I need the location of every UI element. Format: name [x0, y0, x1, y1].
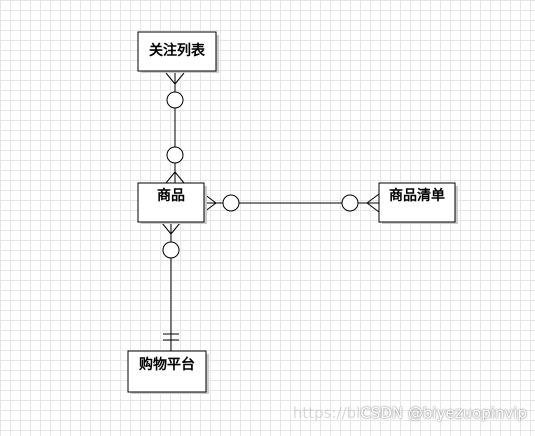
optional-circle-product-bottom: [162, 241, 180, 259]
crowfoot-follow-list: [165, 72, 185, 85]
entity-label-product-list: 商品清单: [389, 187, 445, 204]
entity-box: [137, 182, 205, 223]
watermark-url: https://bl: [292, 404, 361, 422]
entity-box: [127, 350, 207, 393]
entity-shopping-platform[interactable]: 购物平台: [127, 350, 209, 394]
entity-follow-list[interactable]: 关注列表: [137, 31, 219, 73]
watermark-text: CSDN @biyezuopinvip: [360, 404, 527, 422]
optional-circle-follow-list: [166, 91, 184, 109]
entity-product[interactable]: 商品: [137, 182, 207, 224]
optional-circle-product-list: [341, 194, 359, 212]
watermark: https://blCSDN @biyezuopinvip: [293, 404, 527, 422]
crowfoot-product-bottom: [161, 222, 181, 235]
entity-label-product: 商品: [157, 187, 185, 204]
entity-box: [137, 31, 217, 72]
optional-circle-product-top: [166, 146, 184, 164]
entity-label-shopping-platform: 购物平台: [139, 356, 195, 373]
optional-circle-product-right: [222, 194, 240, 212]
crowfoot-product-top: [165, 171, 185, 184]
entity-product-list[interactable]: 商品清单: [378, 182, 458, 224]
entity-box: [378, 182, 456, 223]
crowfoot-product-list: [366, 193, 380, 213]
mandatory-one-platform: [163, 333, 179, 341]
entity-label-follow-list: 关注列表: [149, 42, 206, 59]
